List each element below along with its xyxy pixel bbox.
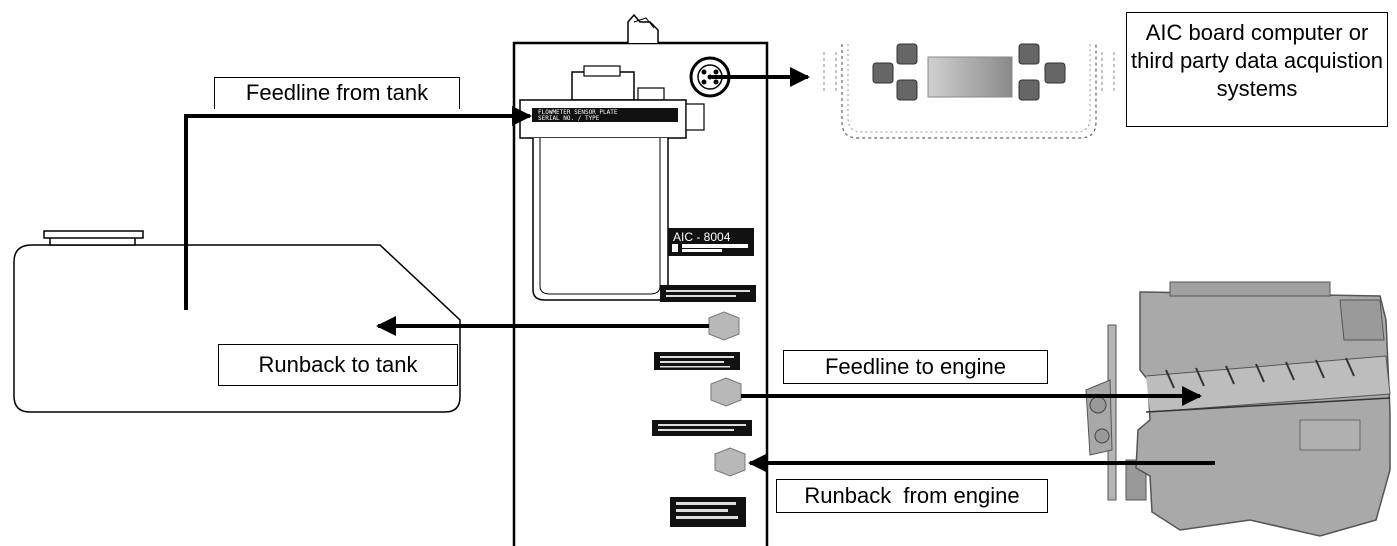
label-runback-to-tank: Runback to tank bbox=[218, 344, 458, 386]
svg-text:FLOWMETER SENSOR PLATE: FLOWMETER SENSOR PLATE bbox=[538, 109, 618, 116]
label-plate bbox=[652, 420, 752, 436]
label-feedline-from-tank: Feedline from tank bbox=[214, 77, 460, 109]
panel-button bbox=[872, 62, 894, 84]
panel-button bbox=[1018, 43, 1040, 65]
panel-button bbox=[896, 79, 918, 101]
lcd-display bbox=[927, 56, 1013, 98]
model-plate-text: AIC - 8004 bbox=[673, 230, 731, 244]
feedline-from-tank-line bbox=[184, 106, 532, 310]
label-aic-board: AIC board computer or third party data a… bbox=[1126, 12, 1388, 127]
fitting-runback-from-engine bbox=[714, 447, 746, 477]
label-runback-from-engine: Runback from engine bbox=[776, 479, 1048, 513]
panel-button bbox=[1044, 62, 1066, 84]
panel-button bbox=[1018, 79, 1040, 101]
panel-button bbox=[896, 43, 918, 65]
label-plate bbox=[660, 285, 756, 302]
fitting-runback-to-tank bbox=[708, 311, 740, 341]
fuel-filter: FLOWMETER SENSOR PLATE SERIAL NO. / TYPE bbox=[519, 65, 705, 301]
manufacturer-plate bbox=[670, 497, 746, 527]
model-plate: AIC - 8004 bbox=[668, 228, 754, 256]
fitting-feedline-to-engine bbox=[710, 377, 742, 407]
label-feedline-to-engine: Feedline to engine bbox=[783, 350, 1048, 384]
aic-board-computer bbox=[823, 43, 1115, 139]
label-plate bbox=[654, 352, 740, 370]
engine bbox=[1085, 281, 1391, 537]
svg-text:SERIAL NO. / TYPE: SERIAL NO. / TYPE bbox=[538, 115, 600, 122]
